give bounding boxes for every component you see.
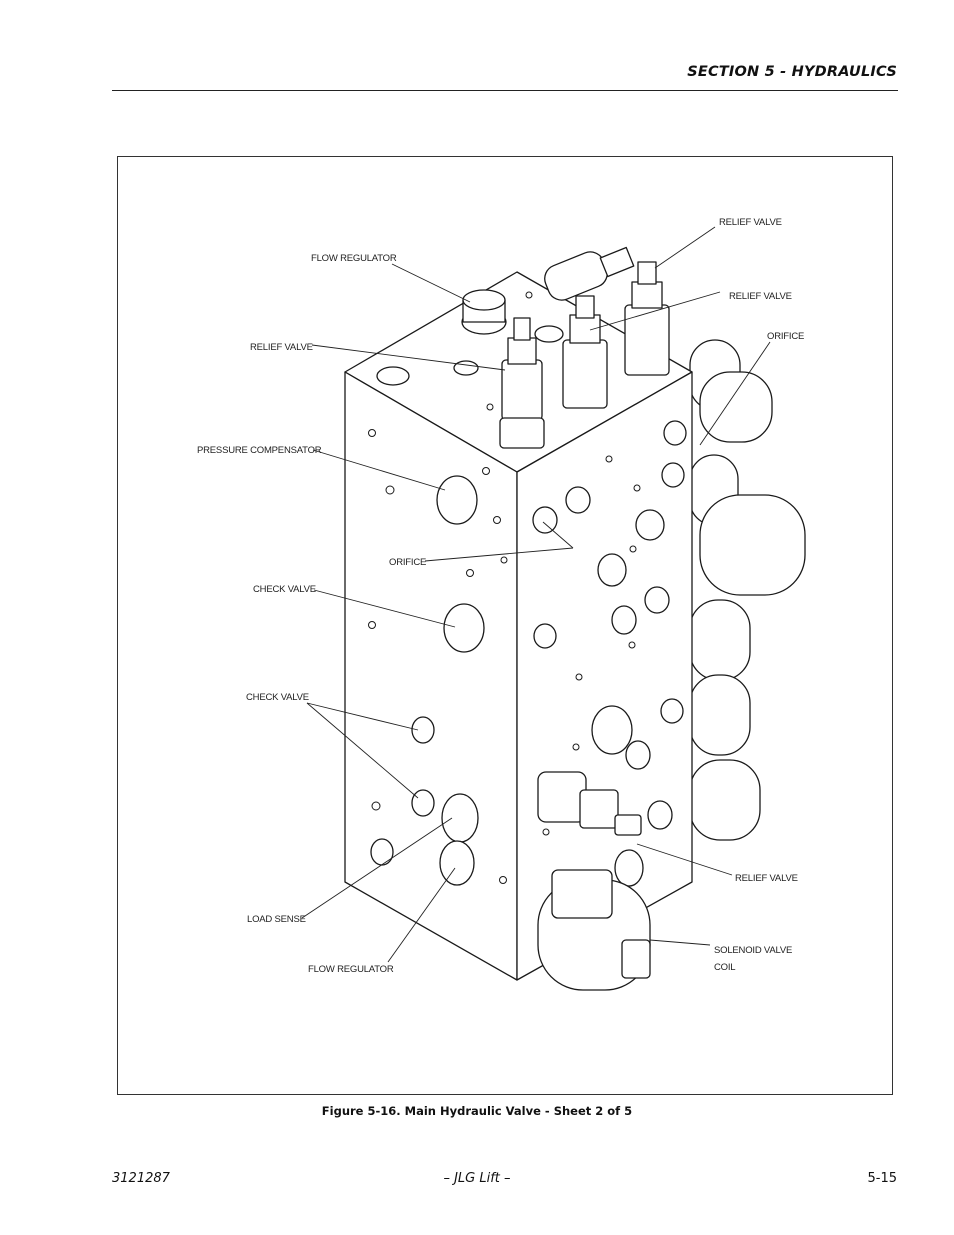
callout-orifice-center: ORIFICE [389,557,426,568]
top-rear-cartridge [544,246,635,301]
callout-load-sense: LOAD SENSE [247,914,306,925]
callout-check-valve-2: CHECK VALVE [246,692,309,703]
callout-solenoid-valve: SOLENOID VALVE [714,945,792,956]
callout-relief-valve-top: RELIEF VALVE [719,217,782,228]
footer-page-number: 5-15 [867,1171,897,1186]
section-header: SECTION 5 - HYDRAULICS [687,64,897,80]
footer-center-text: – JLG Lift – [443,1171,511,1186]
solenoid-coil [537,869,651,991]
header-rule [112,90,898,91]
relief-cartridge-bottom [537,771,642,836]
callout-relief-valve-bottom: RELIEF VALVE [735,873,798,884]
callout-relief-valve-left: RELIEF VALVE [250,342,313,353]
callout-pressure-compensator: PRESSURE COMPENSATOR [197,445,322,456]
callout-orifice-right: ORIFICE [767,331,804,342]
valve-block-left-face [344,371,518,981]
flow-regulator-cap [461,289,507,335]
footer-doc-number: 3121287 [112,1171,170,1186]
figure-caption: Figure 5-16. Main Hydraulic Valve - Shee… [321,1104,633,1118]
relief-cartridge-3 [624,261,670,376]
callout-solenoid-coil: COIL [714,962,735,973]
callout-relief-valve-top2: RELIEF VALVE [729,291,792,302]
callout-flow-regulator-top: FLOW REGULATOR [311,253,397,264]
relief-cartridge-1 [499,317,545,449]
figure-frame [117,156,893,1095]
callout-check-valve-1: CHECK VALVE [253,584,316,595]
side-coils [689,339,806,841]
callout-flow-regulator-bottom: FLOW REGULATOR [308,964,394,975]
leader-lines [301,226,771,963]
